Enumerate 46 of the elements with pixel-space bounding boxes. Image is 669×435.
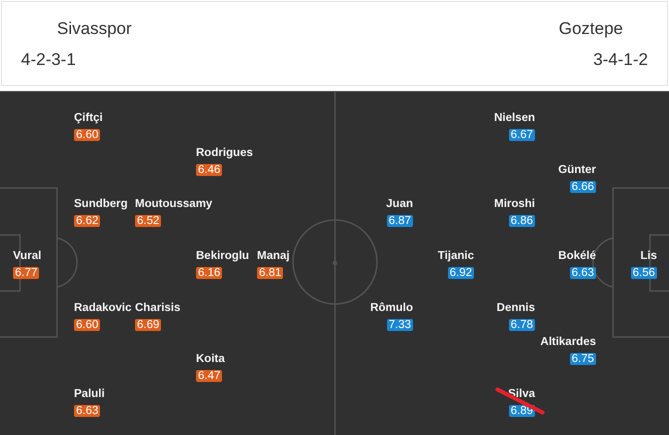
rating-badge: 6.67	[508, 129, 535, 141]
player-name: Nielsen	[494, 111, 535, 125]
rating-badge: 6.63	[570, 267, 596, 279]
player-name: Günter	[558, 163, 596, 177]
rating-badge: 6.62	[74, 215, 100, 227]
rating-badge: 6.63	[74, 405, 100, 417]
team-name: Goztepe	[558, 19, 623, 39]
rating-badge: 6.87	[386, 215, 413, 227]
rating-badge: 6.75	[570, 353, 596, 365]
player-name: Paluli	[74, 387, 105, 401]
formation-label: 3-4-1-2	[593, 50, 648, 70]
player-name: Çiftçi	[74, 111, 103, 125]
rating-badge: 7.33	[386, 319, 413, 331]
rating-badge: 6.66	[570, 181, 596, 193]
player-name: Bekiroglu	[196, 249, 250, 263]
player-name: Vural	[13, 249, 42, 263]
player-name: Dennis	[496, 301, 535, 315]
player-name: Charisis	[135, 301, 180, 315]
player-name: Moutoussamy	[135, 197, 212, 211]
rating-badge: 6.52	[135, 215, 162, 227]
rating-badge: 6.81	[257, 267, 284, 279]
rating-badge: 6.92	[448, 267, 474, 279]
player-name: Radakovic	[74, 301, 132, 315]
rating-badge: 6.16	[196, 267, 222, 279]
rating-badge: 6.86	[508, 215, 535, 227]
player-name: Juan	[386, 197, 413, 211]
formation-label: 4-2-3-1	[21, 50, 76, 70]
rating-badge: 6.78	[508, 319, 535, 331]
team-name: Sivasspor	[57, 19, 132, 39]
player-name: Miroshi	[494, 197, 535, 211]
player-name: Manaj	[257, 249, 290, 263]
rating-badge: 6.69	[135, 319, 162, 331]
rating-badge: 6.60	[74, 129, 100, 141]
player-name: Rodrigues	[196, 146, 253, 160]
player-name: Sundberg	[74, 197, 128, 211]
player-name: Rômulo	[370, 301, 413, 315]
player-name: Lis	[640, 249, 657, 263]
rating-badge: 6.77	[13, 267, 40, 279]
rating-badge: 6.46	[196, 164, 222, 176]
rating-badge: 6.56	[630, 267, 657, 279]
rating-badge: 6.60	[74, 319, 100, 331]
player-name: Altikardes	[540, 335, 596, 349]
rating-badge: 6.47	[196, 370, 222, 382]
player-name: Koita	[196, 352, 225, 366]
player-name: Tijanic	[438, 249, 474, 263]
player-name: Bokélé	[558, 249, 596, 263]
